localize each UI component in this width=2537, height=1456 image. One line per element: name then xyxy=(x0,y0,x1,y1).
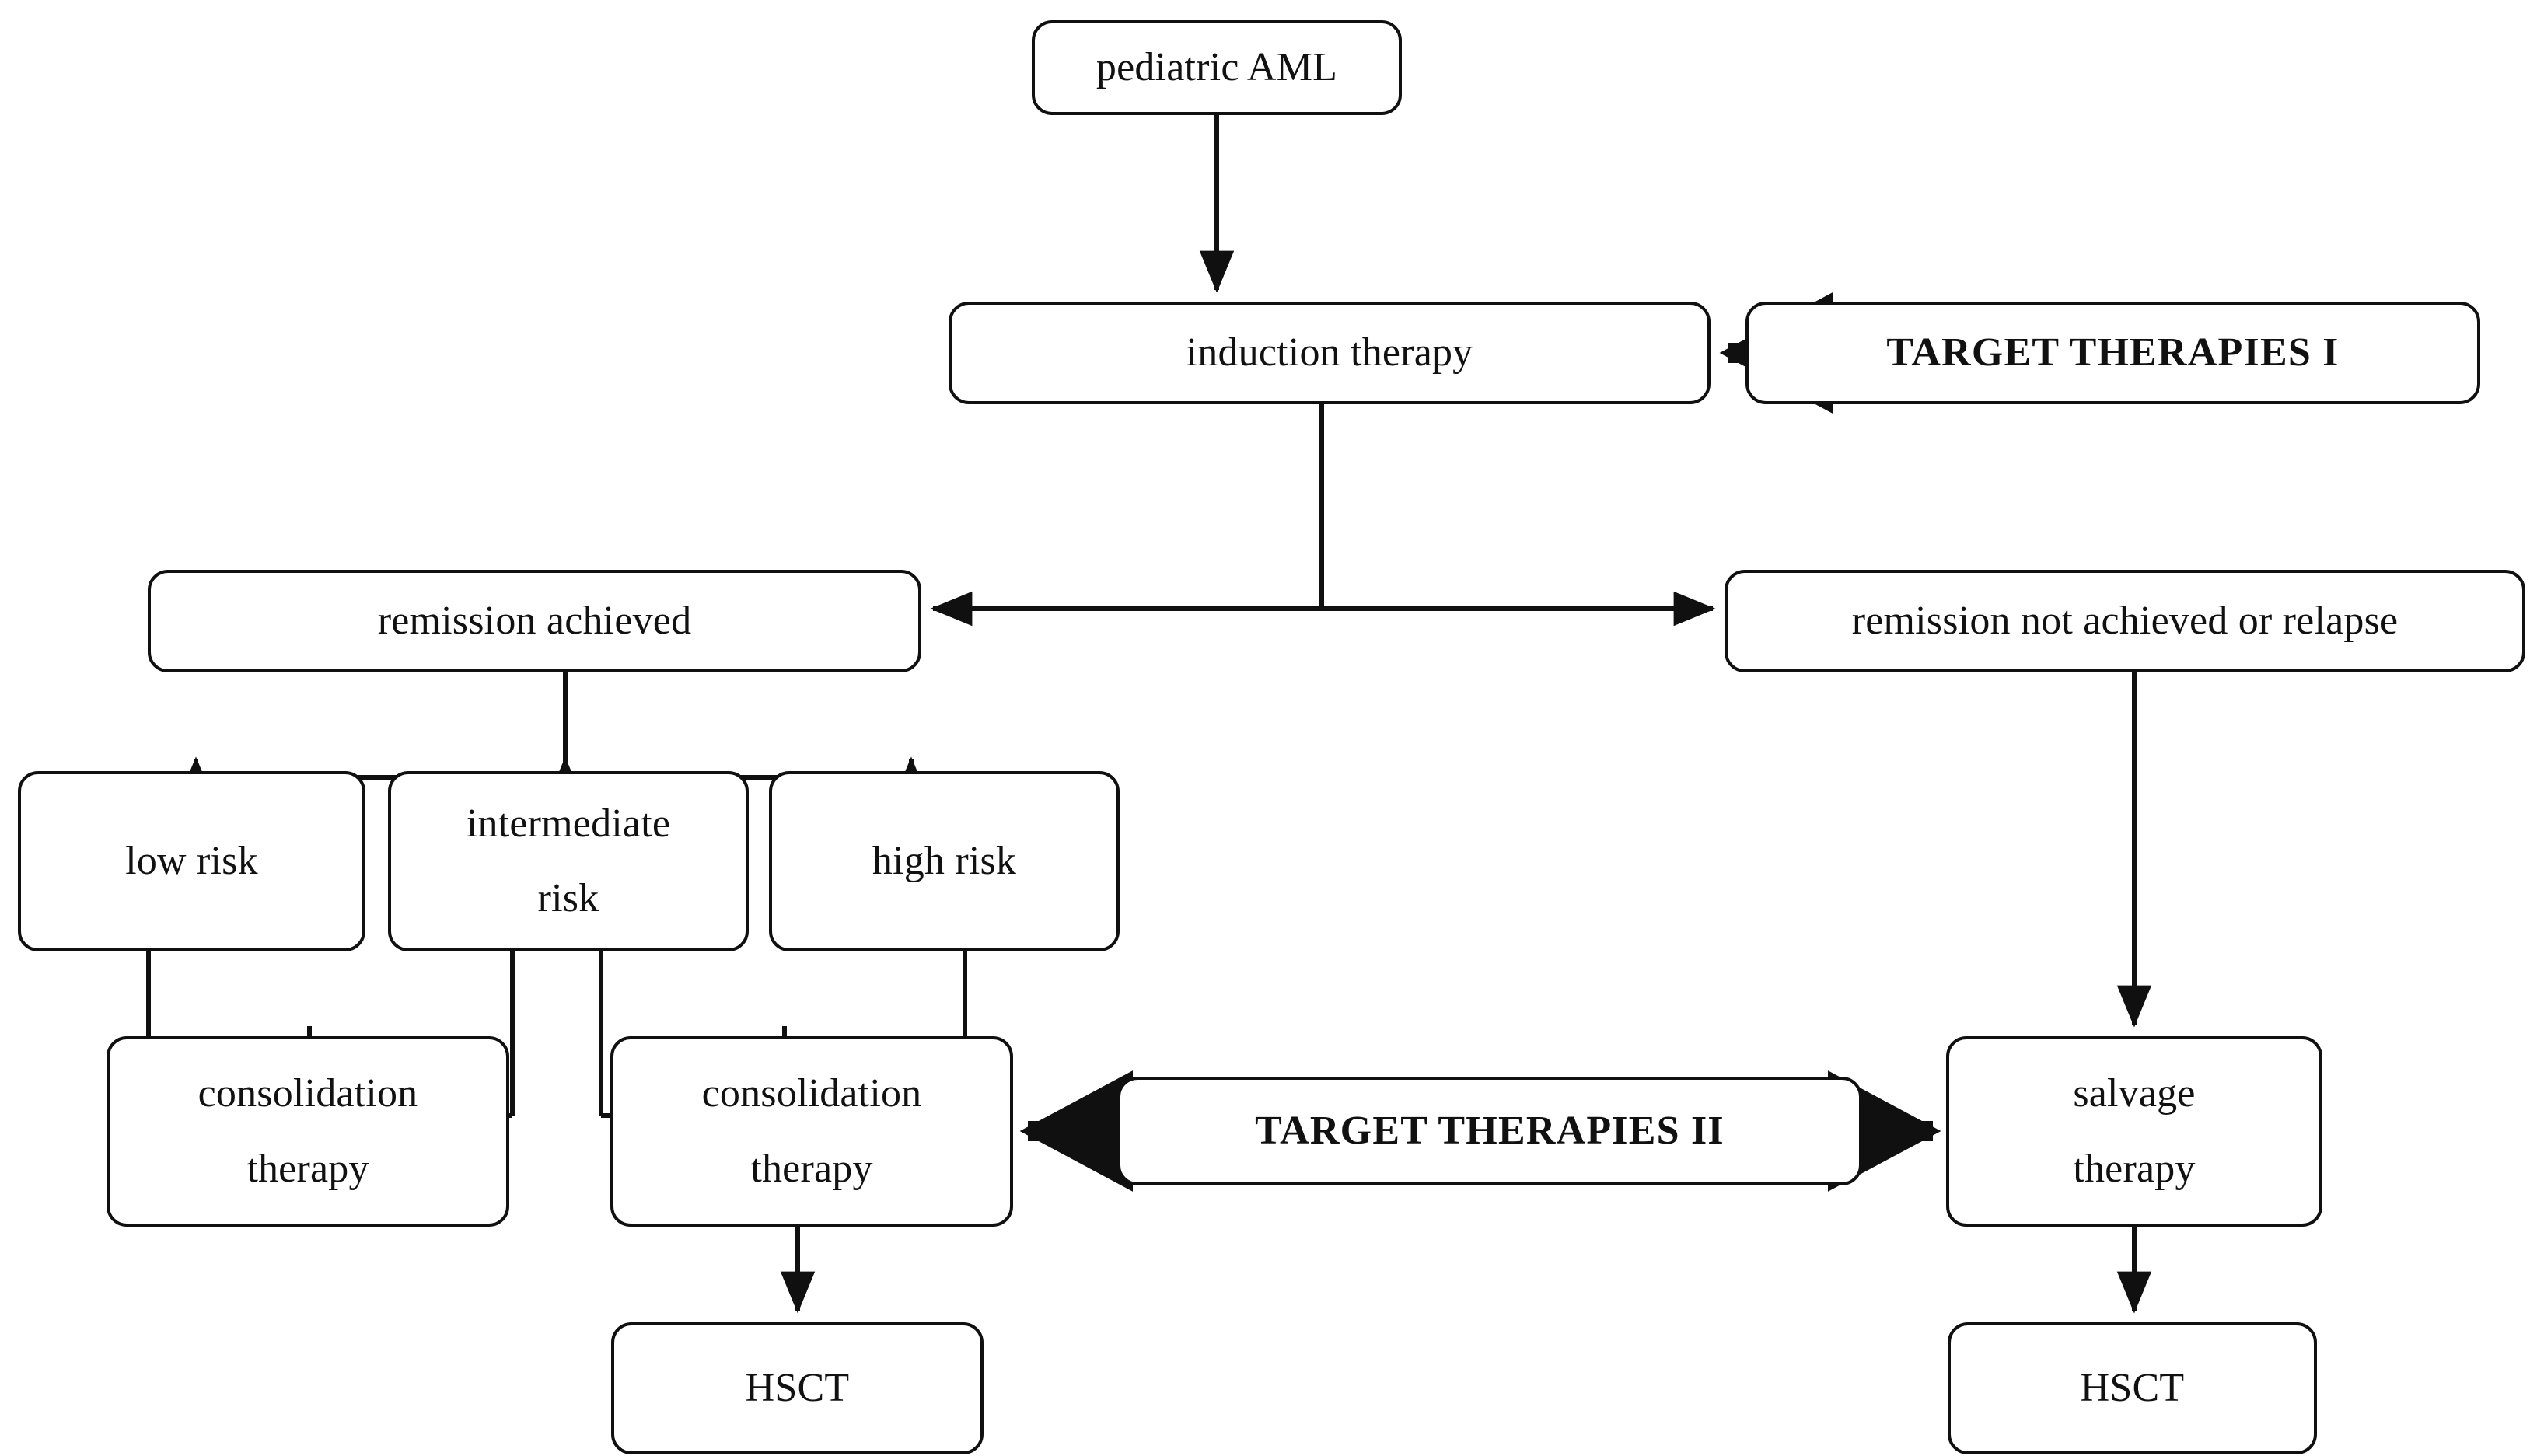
node-target-therapies-2[interactable]: TARGET THERAPIES II xyxy=(1117,1077,1862,1185)
node-high-risk[interactable]: high risk xyxy=(769,771,1120,951)
node-label: intermediate risk xyxy=(466,801,671,920)
node-consolidation-therapy-1[interactable]: consolidation therapy xyxy=(107,1036,509,1227)
node-salvage-therapy[interactable]: salvage therapy xyxy=(1946,1036,2322,1227)
node-label: HSCT xyxy=(745,1366,850,1410)
node-target-therapies-1[interactable]: TARGET THERAPIES I xyxy=(1745,302,2480,404)
node-label: induction therapy xyxy=(1186,330,1473,375)
node-label: salvage therapy xyxy=(2073,1071,2196,1191)
node-label: high risk xyxy=(872,839,1017,883)
node-label: consolidation therapy xyxy=(701,1071,922,1191)
node-label: remission not achieved or relapse xyxy=(1851,599,2399,643)
node-low-risk[interactable]: low risk xyxy=(18,771,365,951)
node-hsct-2[interactable]: HSCT xyxy=(1948,1322,2317,1454)
node-label: TARGET THERAPIES II xyxy=(1255,1109,1725,1153)
node-intermediate-risk[interactable]: intermediate risk xyxy=(388,771,749,951)
node-remission-achieved[interactable]: remission achieved xyxy=(148,570,921,672)
node-label: consolidation therapy xyxy=(197,1071,418,1191)
node-pediatric-aml[interactable]: pediatric AML xyxy=(1032,20,1402,115)
node-label: TARGET THERAPIES I xyxy=(1886,330,2340,375)
node-label: pediatric AML xyxy=(1096,45,1338,89)
node-label: HSCT xyxy=(2080,1366,2185,1410)
node-label: low risk xyxy=(125,839,258,883)
node-hsct-1[interactable]: HSCT xyxy=(611,1322,984,1454)
node-induction-therapy[interactable]: induction therapy xyxy=(949,302,1711,404)
node-label: remission achieved xyxy=(377,599,692,643)
node-consolidation-therapy-2[interactable]: consolidation therapy xyxy=(610,1036,1013,1227)
node-remission-not-achieved[interactable]: remission not achieved or relapse xyxy=(1725,570,2525,672)
